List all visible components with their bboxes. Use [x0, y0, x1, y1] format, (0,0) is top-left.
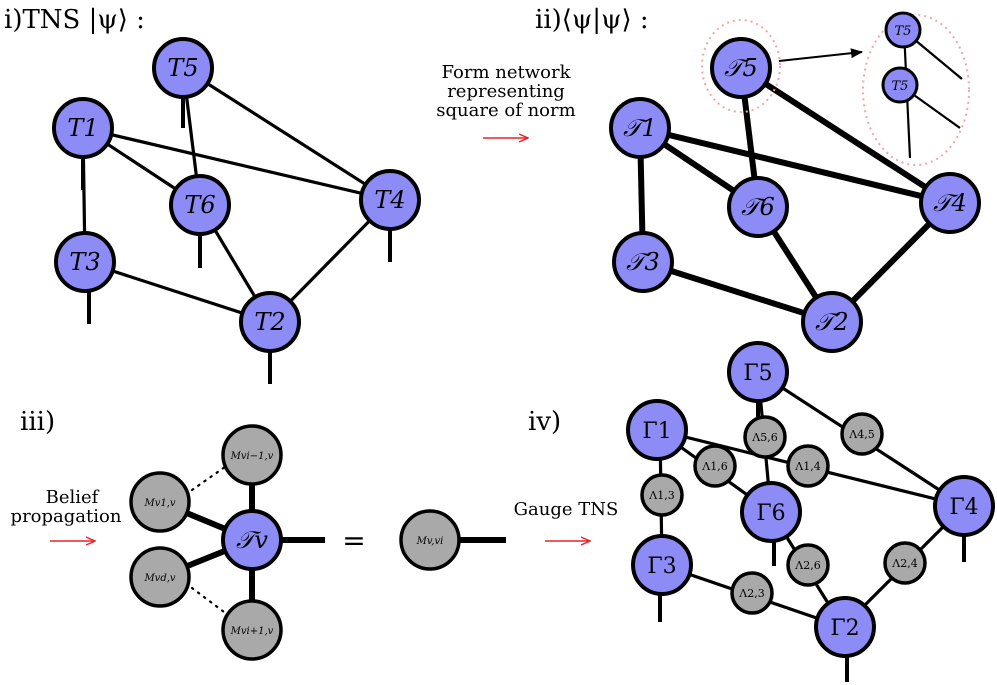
bp-diagram: Mvi−1,v Mv1,v Mvd,v Mvi+1,v 𝒯v = Mv,vi: [129, 424, 506, 661]
panel-i-label: i)TNS |ψ⟩ :: [4, 5, 145, 35]
norm-node-label: 𝒯6: [741, 193, 775, 221]
tns-edge-1-4: [82, 126, 391, 202]
lambda-node: Λ2,3: [730, 571, 774, 615]
message-label: Mvd,v: [143, 573, 175, 584]
zoom-ellipse: [862, 14, 970, 166]
form-network-line3: square of norm: [436, 100, 575, 121]
lambda-node: Λ1,6: [693, 444, 737, 488]
panel-iii-label: iii): [20, 407, 55, 437]
tns-node-label: T3: [69, 248, 100, 276]
gamma-label: Γ3: [647, 554, 676, 579]
lambda-node: Λ2,4: [883, 541, 927, 585]
norm-node-1: 𝒯1: [609, 97, 671, 159]
tns-node-T4: T4: [359, 169, 421, 231]
message-node: Mvd,v: [129, 546, 191, 608]
lambda-label: Λ5,6: [751, 431, 777, 444]
norm-node-label: 𝒯2: [815, 308, 849, 336]
gamma-label: Γ1: [642, 419, 671, 444]
zoom-node-T5-bra: T5: [881, 66, 919, 104]
gauge-annotation: Gauge TNS: [514, 499, 619, 541]
tns-node-label: T2: [254, 308, 285, 336]
belief-annotation: Belief propagation: [11, 487, 122, 541]
form-network-annotation: Form network representing square of norm: [436, 62, 576, 138]
lambda-node: Λ4,5: [840, 412, 884, 456]
lambda-node: Λ1,4: [786, 444, 830, 488]
message-node: Mvi−1,v: [221, 424, 283, 486]
norm-node-2: 𝒯2: [801, 291, 863, 353]
tns-node-T6: T6: [169, 174, 231, 236]
tns-node-T5: T5: [152, 37, 214, 99]
lambda-label: Λ2,6: [794, 559, 820, 572]
lambda-label: Λ2,3: [738, 587, 764, 600]
gauge-line1: Gauge TNS: [514, 499, 619, 520]
norm-node-4: 𝒯4: [919, 172, 981, 234]
form-network-line1: Form network: [442, 62, 572, 83]
norm-edge-3-2: [642, 259, 833, 325]
zoom-arrow-icon: [778, 48, 863, 62]
zoom-node-label: T5: [895, 24, 912, 39]
tns-edge-3-2: [84, 260, 271, 324]
message-label: Mvi−1,v: [230, 451, 274, 462]
highlight-ellipse: [701, 19, 781, 113]
lambda-node: Λ5,6: [743, 415, 787, 459]
bp-dots-top: [190, 460, 234, 492]
norm-edge-5-4: [739, 65, 952, 206]
lambda-label: Λ4,5: [848, 428, 874, 441]
norm-node-label: 𝒯1: [623, 114, 657, 142]
zoom-node-label: T5: [892, 79, 909, 94]
gamma-node: Γ1: [626, 399, 688, 461]
message-label: Mvi+1,v: [230, 626, 274, 637]
panel-ii-label: ii)⟨ψ|ψ⟩ :: [535, 5, 649, 35]
gauge-network: Λ1,3 Λ1,6 Λ1,4 Λ5,6 Λ4,5 Λ2,6 Λ2,4 Λ2,3 …: [626, 341, 995, 682]
gamma-label: Γ6: [756, 501, 785, 526]
bp-dots-bottom: [190, 586, 234, 620]
norm-node-label: 𝒯4: [933, 189, 967, 217]
norm-network: 𝒯1 𝒯6 𝒯4 𝒯3 𝒯2 𝒯5 T5 T5: [609, 11, 981, 353]
belief-line2: propagation: [11, 506, 122, 527]
equals-sign: =: [342, 524, 365, 557]
tns-node-label: T5: [167, 54, 198, 82]
gamma-node: Γ2: [814, 596, 876, 658]
tns-network: T1 T5 T6 T4 T3 T2: [52, 37, 421, 384]
gamma-label: Γ5: [743, 361, 772, 386]
tns-node-label: T1: [67, 114, 98, 142]
tns-node-label: T6: [184, 191, 215, 219]
tns-node-T2: T2: [239, 291, 301, 353]
gamma-node: Γ6: [740, 481, 802, 543]
gamma-label: Γ2: [830, 616, 859, 641]
gamma-node: Γ5: [727, 341, 789, 403]
message-node: Mv1,v: [129, 471, 191, 533]
lambda-label: Λ1,6: [701, 460, 727, 473]
bp-center-node: 𝒯v: [221, 509, 283, 571]
norm-node-3: 𝒯3: [612, 231, 674, 293]
norm-edge-1-4: [639, 125, 951, 206]
tns-node-T1: T1: [52, 97, 114, 159]
result-message-label: Mv,vi: [416, 536, 444, 547]
tns-node-T3: T3: [54, 231, 116, 293]
result-message-node: Mv,vi: [399, 509, 461, 571]
lambda-label: Λ1,4: [794, 460, 820, 473]
lambda-label: Λ2,4: [891, 557, 917, 570]
form-network-line2: representing: [447, 81, 565, 102]
gamma-node: Γ3: [631, 534, 693, 596]
message-label: Mv1,v: [143, 498, 175, 509]
lambda-node: Λ1,3: [640, 473, 684, 517]
lambda-node: Λ2,6: [786, 543, 830, 587]
message-node: Mvi+1,v: [221, 599, 283, 661]
norm-node-label: 𝒯3: [626, 248, 660, 276]
belief-line1: Belief: [46, 487, 100, 508]
tns-edge-5-4: [182, 66, 391, 202]
gamma-label: Γ4: [949, 495, 978, 520]
lambda-label: Λ1,3: [648, 489, 674, 502]
norm-node-label: 𝒯5: [724, 54, 758, 82]
panel-iv-label: iv): [528, 407, 561, 437]
gamma-node: Γ4: [933, 475, 995, 537]
norm-node-5: 𝒯5: [710, 37, 772, 99]
bp-center-label: 𝒯v: [236, 526, 268, 554]
zoom-node-T5-ket: T5: [884, 11, 922, 49]
norm-node-6: 𝒯6: [727, 176, 789, 238]
tns-node-label: T4: [374, 186, 405, 214]
